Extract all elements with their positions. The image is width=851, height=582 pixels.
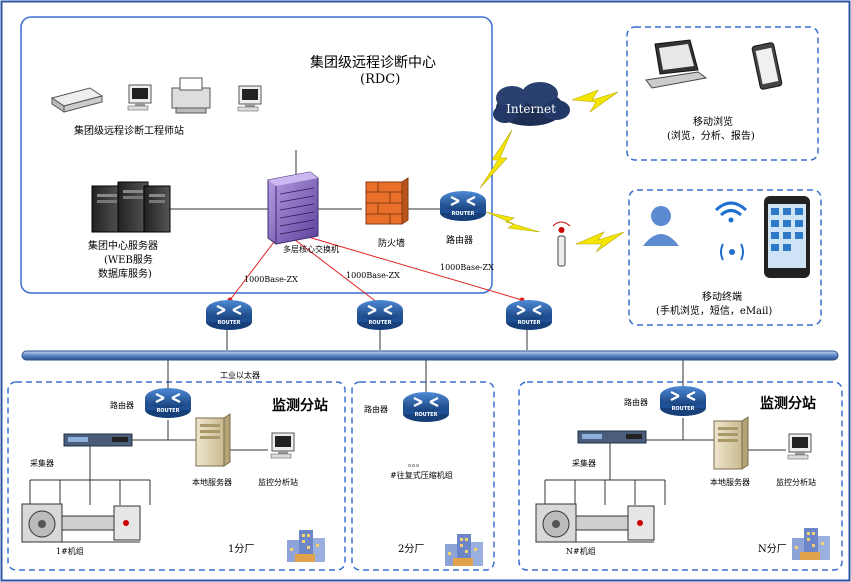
plant1-collector-icon (63, 433, 133, 447)
rdc-subtitle: (RDC) (360, 72, 401, 87)
plant1-monitor-label: 监控分析站 (258, 478, 298, 487)
engineer-station-label: 集团级远程诊断工程师站 (74, 126, 184, 137)
plant1-building-icon (287, 530, 325, 562)
workstation-1-icon (127, 84, 152, 111)
printer-icon (171, 77, 211, 114)
server-label-1: 集团中心服务器 (88, 241, 158, 252)
plantN-router-icon (658, 384, 708, 418)
plant1-router-icon (143, 386, 193, 420)
plantN-box (518, 381, 843, 571)
link-label-1: 1000Base-ZX (244, 275, 298, 284)
bolt-antenna-terminal (575, 231, 625, 253)
industrial-ethernet-bus (21, 350, 839, 361)
tablet-icon (751, 42, 783, 90)
bolt-router-internet (479, 129, 513, 189)
plantN-monitor-icon (787, 433, 812, 460)
plantN-local-server-label: 本地服务器 (710, 478, 750, 487)
plantN-station-label: 监测分站 (760, 396, 816, 412)
mobile-browse-box (626, 26, 819, 161)
signal-icon (720, 243, 744, 261)
mobile-terminal-title: 移动终端 (702, 292, 742, 303)
wifi-icon (714, 201, 748, 223)
center-servers-icon (91, 181, 171, 233)
laptop-icon (645, 39, 708, 89)
mobile-terminal-desc: (手机浏览，短信，eMail) (656, 306, 773, 317)
link-label-2: 1000Base-ZX (346, 271, 400, 280)
mobile-browse-desc: (浏览，分析、报告) (667, 131, 755, 142)
plantN-router-label: 路由器 (624, 398, 648, 407)
core-switch-icon (267, 171, 319, 245)
plant2-building-icon (445, 534, 483, 566)
rdc-router-icon (438, 189, 488, 223)
plant2-box (351, 381, 495, 571)
plant2-unit-label: #往复式压缩机组 (390, 471, 453, 480)
fiber-link-3 (304, 235, 523, 301)
network-router-1-icon (204, 298, 254, 332)
plantN-collector-label: 采集器 (572, 459, 596, 468)
server-label-3: 数据库服务) (98, 269, 152, 280)
internet-cloud-icon (493, 82, 570, 126)
rdc-box (20, 16, 493, 294)
plant1-unit-label: 1#机组 (56, 547, 84, 556)
plantN-local-server-icon (713, 416, 749, 470)
plant2-name: 2分厂 (398, 544, 425, 555)
bolt-router-antenna (485, 211, 541, 233)
plant1-local-server-icon (195, 413, 231, 467)
plant2-dots: 。。。 (408, 459, 424, 468)
workstation-2-icon (237, 85, 262, 112)
network-router-2-icon (355, 298, 405, 332)
plant1-local-server-label: 本地服务器 (192, 478, 232, 487)
plant1-box (7, 381, 346, 571)
plant2-router-icon (401, 390, 451, 424)
network-router-3-icon (504, 298, 554, 332)
ethernet-label: 工业以太器 (220, 371, 260, 380)
bolt-internet-browse (571, 89, 619, 113)
server-label-2: (WEB服务 (104, 255, 153, 266)
plantN-unit-label: N#机组 (566, 547, 596, 556)
plantN-monitor-label: 监控分析站 (776, 478, 816, 487)
rdc-title: 集团级远程诊断中心 (310, 55, 436, 71)
rdc-router-label: 路由器 (446, 236, 474, 246)
firewall-label: 防火墙 (378, 239, 406, 249)
plantN-collector-icon (577, 430, 647, 444)
link-label-3: 1000Base-ZX (440, 263, 494, 272)
firewall-icon (365, 177, 409, 225)
fiber-link-2 (289, 235, 379, 304)
antenna-icon (552, 221, 571, 267)
plant1-compressor-icon (21, 503, 141, 543)
core-switch-label: 多层核心交换机 (283, 245, 339, 254)
user-icon (643, 206, 679, 246)
plantN-name: N分厂 (758, 544, 787, 555)
plant2-router-label: 路由器 (364, 405, 388, 414)
internet-label: Internet (506, 102, 556, 116)
smartphone-icon (764, 196, 810, 278)
plantN-building-icon (792, 528, 830, 560)
scanner-icon (50, 87, 104, 113)
plant1-name: 1分厂 (228, 544, 255, 555)
mobile-browse-title: 移动浏览 (693, 117, 733, 128)
plant1-monitor-icon (270, 432, 295, 459)
plantN-compressor-icon (535, 503, 655, 543)
plant1-router-label: 路由器 (110, 401, 134, 410)
plant1-collector-label: 采集器 (30, 459, 54, 468)
plant1-station-label: 监测分站 (272, 398, 328, 414)
